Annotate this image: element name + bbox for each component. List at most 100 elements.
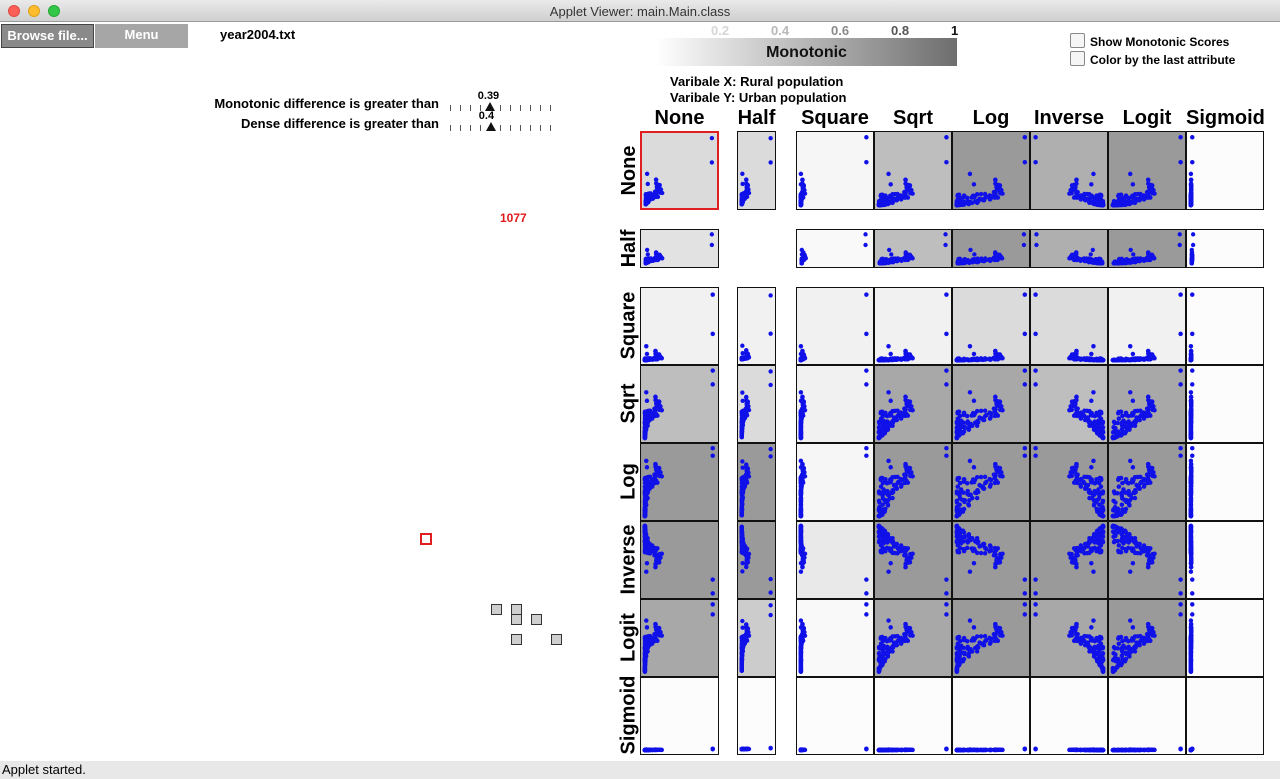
scatter-point [961,429,967,434]
scatter-cell-log-sigmoid[interactable] [1186,443,1264,521]
column-header-inverse[interactable]: Inverse [1033,107,1105,129]
scatter-cell-log-none[interactable] [640,443,719,521]
scatter-cell-sqrt-half[interactable] [737,365,776,443]
scatter-cell-square-none[interactable] [640,287,719,365]
scatter-cell-square-logit[interactable] [1108,287,1186,365]
scatter-plot [1188,135,1195,208]
column-header-logit[interactable]: Logit [1122,107,1172,129]
graph-node[interactable] [491,604,502,615]
scatter-cell-log-half[interactable] [737,443,776,521]
row-header-square[interactable]: Square [617,291,640,360]
scatter-point [1000,407,1005,413]
monotonic-slider[interactable] [450,99,552,111]
row-header-inverse[interactable]: Inverse [617,524,640,595]
scatter-cell-half-sqrt[interactable] [874,229,952,268]
scatter-cell-log-log[interactable] [952,443,1030,521]
scatter-cell-none-sigmoid[interactable] [1186,131,1264,210]
scatter-cell-square-inverse[interactable] [1030,287,1108,365]
scatter-cell-none-square[interactable] [796,131,874,210]
scatter-point [1146,348,1151,354]
zoom-window-button[interactable] [48,5,60,17]
scatter-cell-half-logit[interactable] [1108,229,1186,268]
scatter-cell-inverse-half[interactable] [737,521,776,599]
scatter-cell-inverse-square[interactable] [796,521,874,599]
column-header-log[interactable]: Log [972,107,1010,129]
menu-button[interactable]: Menu [95,24,188,48]
color-by-last-checkbox[interactable] [1070,51,1085,66]
column-header-sqrt[interactable]: Sqrt [893,107,933,129]
scatter-point [768,293,773,298]
scatter-point [643,424,648,429]
scatter-point [888,351,893,357]
row-header-sigmoid[interactable]: Sigmoid [617,675,640,755]
row-header-sqrt[interactable]: Sqrt [617,383,640,424]
graph-node[interactable] [511,614,522,625]
scatter-cell-none-inverse[interactable] [1030,131,1108,210]
scatter-cell-sqrt-log[interactable] [952,365,1030,443]
show-scores-checkbox[interactable] [1070,33,1085,48]
row-header-log[interactable]: Log [617,463,640,500]
scatter-cell-log-logit[interactable] [1108,443,1186,521]
minimize-window-button[interactable] [28,5,40,17]
scatter-cell-sqrt-sigmoid[interactable] [1186,365,1264,443]
row-header-none[interactable]: None [617,145,640,195]
close-window-button[interactable] [8,5,20,17]
scatter-point [993,257,999,262]
scatter-cell-inverse-none[interactable] [640,521,719,599]
scatter-point [1070,400,1075,406]
scatter-cell-sqrt-inverse[interactable] [1030,365,1108,443]
graph-node[interactable] [551,634,562,645]
dense-slider[interactable] [450,119,552,131]
scatter-cell-half-square[interactable] [796,229,874,268]
scatter-plot [1188,292,1195,363]
scatter-point [645,540,650,545]
column-header-none[interactable]: None [654,107,705,129]
browse-file-button[interactable]: Browse file... [1,24,94,48]
scatter-cell-half-inverse[interactable] [1030,229,1108,268]
scatter-point [1087,488,1092,494]
scatter-cell-inverse-sqrt[interactable] [874,521,952,599]
scatter-cell-sqrt-square[interactable] [796,365,874,443]
scatter-cell-log-square[interactable] [796,443,874,521]
scatter-point [993,348,998,354]
column-header-square[interactable]: Square [801,107,869,129]
scatter-point [1188,398,1194,404]
scatter-point [800,394,805,400]
scatter-cell-none-none[interactable] [640,131,719,210]
scatter-cell-sqrt-logit[interactable] [1108,365,1186,443]
scatter-point [1067,407,1072,413]
dense-slider-thumb[interactable] [485,122,496,131]
scatter-cell-square-square[interactable] [796,287,874,365]
scatter-plot [798,368,869,441]
row-header-logit[interactable]: Logit [617,613,640,662]
scatter-cell-none-sqrt[interactable] [874,131,952,210]
scatter-cell-half-none[interactable] [640,229,719,268]
scatter-cell-square-sigmoid[interactable] [1186,287,1264,365]
scatter-cell-square-sqrt[interactable] [874,287,952,365]
scatter-cell-half-sigmoid[interactable] [1186,229,1264,268]
scatter-cell-log-inverse[interactable] [1030,443,1108,521]
scatter-cell-none-log[interactable] [952,131,1030,210]
column-header-half[interactable]: Half [737,107,776,129]
scatter-point [954,500,960,505]
row-header-half[interactable]: Half [617,229,640,267]
column-header-sigmoid[interactable]: Sigmoid [1186,107,1265,129]
scatter-point [877,435,882,440]
graph-node[interactable] [531,614,542,625]
scatter-cell-square-half[interactable] [737,287,776,365]
scatter-cell-sqrt-none[interactable] [640,365,719,443]
scatter-cell-none-half[interactable] [737,131,776,210]
monotonic-slider-thumb[interactable] [484,102,495,111]
scatter-point [895,474,900,480]
scatter-point [653,547,659,553]
scatter-cell-log-sqrt[interactable] [874,443,952,521]
scatter-point [883,506,888,512]
scatter-cell-square-log[interactable] [952,287,1030,365]
scatter-cell-none-logit[interactable] [1108,131,1186,210]
scatter-point [1188,357,1194,363]
scatter-plot [798,523,869,596]
graph-node[interactable] [511,634,522,645]
graph-node-selected[interactable] [420,533,432,545]
scatter-cell-sqrt-sqrt[interactable] [874,365,952,443]
scatter-cell-half-log[interactable] [952,229,1030,268]
